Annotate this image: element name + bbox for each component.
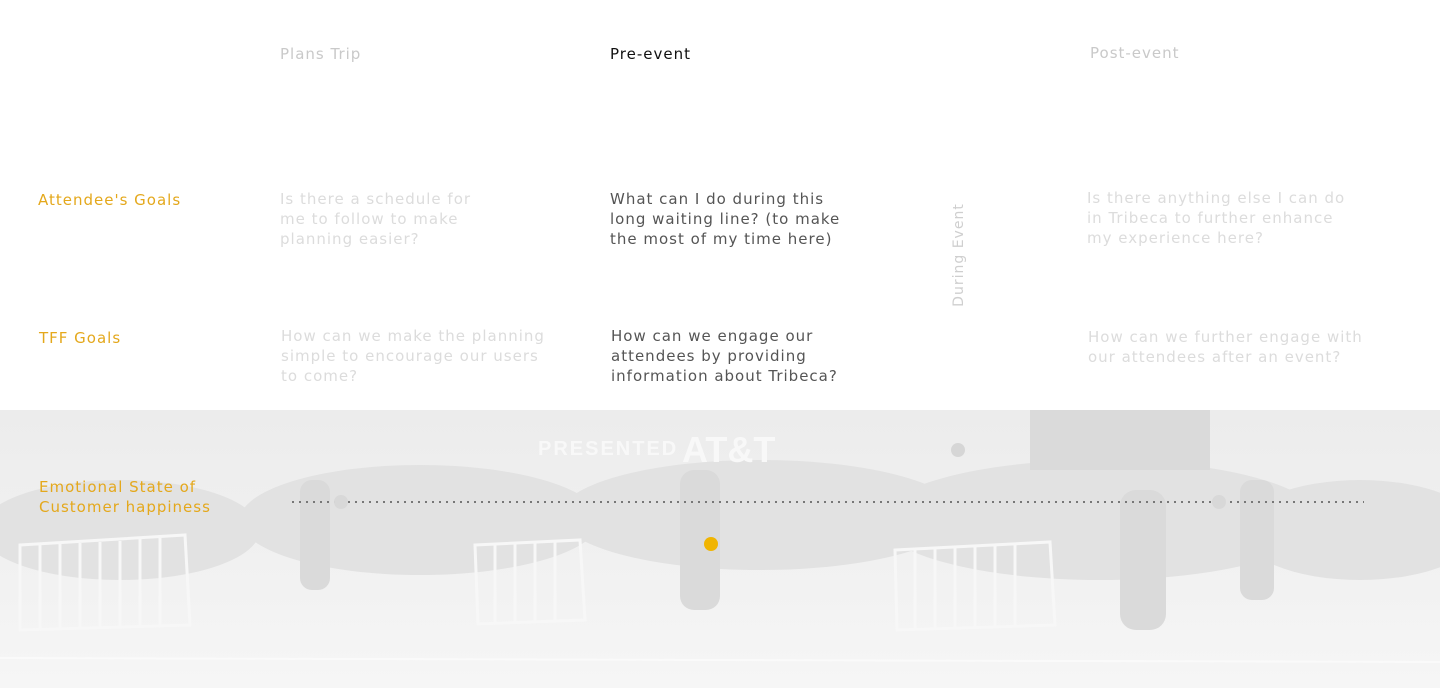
row-label-attendee-goals: Attendee's Goals <box>38 191 182 209</box>
cell-line: What can I do during this <box>610 190 825 208</box>
cell-line: How can we further engage with <box>1088 328 1363 346</box>
ground-line <box>0 657 1440 663</box>
stage-post-event: Post-event <box>1090 44 1180 62</box>
cell-line: to come? <box>281 367 359 385</box>
tff-goal-post-event: How can we further engage with our atten… <box>1088 327 1363 367</box>
row-label-emotional-state: Emotional State of Customer happiness <box>39 477 211 517</box>
cell-line: planning easier? <box>280 230 420 248</box>
attendee-goal-post-event: Is there anything else I can do in Tribe… <box>1087 188 1345 248</box>
banner-text: PRESENTED <box>538 438 678 460</box>
cell-line: our attendees after an event? <box>1088 348 1342 366</box>
row-label-line: Emotional State of <box>39 478 197 496</box>
row-label-tff-goals: TFF Goals <box>39 329 122 347</box>
cell-line: in Tribeca to further enhance <box>1087 209 1334 227</box>
cell-line: simple to encourage our users <box>281 347 539 365</box>
cell-line: attendees by providing <box>611 347 807 365</box>
attendee-goal-plans-trip: Is there a schedule for me to follow to … <box>280 189 471 249</box>
cell-line: me to follow to make <box>280 210 459 228</box>
cell-line: Is there anything else I can do <box>1087 189 1346 207</box>
cell-line: information about Tribeca? <box>611 367 838 385</box>
stage-pre-event: Pre-event <box>610 45 691 63</box>
cell-line: my experience here? <box>1087 229 1264 247</box>
cell-line: How can we make the planning <box>281 327 545 345</box>
background-photo-illustration: PRESENTED AT&T <box>0 410 1440 663</box>
tff-goal-pre-event: How can we engage our attendees by provi… <box>611 326 838 386</box>
stage-during-event: During Event <box>951 203 967 307</box>
attendee-goal-pre-event: What can I do during this long waiting l… <box>610 189 840 249</box>
cell-line: long waiting line? (to make <box>610 210 841 228</box>
barricades <box>18 533 1057 632</box>
row-label-line: Customer happiness <box>39 498 211 516</box>
cell-line: Is there a schedule for <box>280 190 472 208</box>
people-figures <box>300 410 1274 630</box>
cell-line: How can we engage our <box>611 327 814 345</box>
sponsor-logo-text: AT&T <box>682 429 775 470</box>
cell-line: the most of my time here) <box>610 230 833 248</box>
background-photo: PRESENTED AT&T <box>0 410 1440 688</box>
stage-plans-trip: Plans Trip <box>280 45 362 63</box>
tff-goal-plans-trip: How can we make the planning simple to e… <box>281 326 545 386</box>
